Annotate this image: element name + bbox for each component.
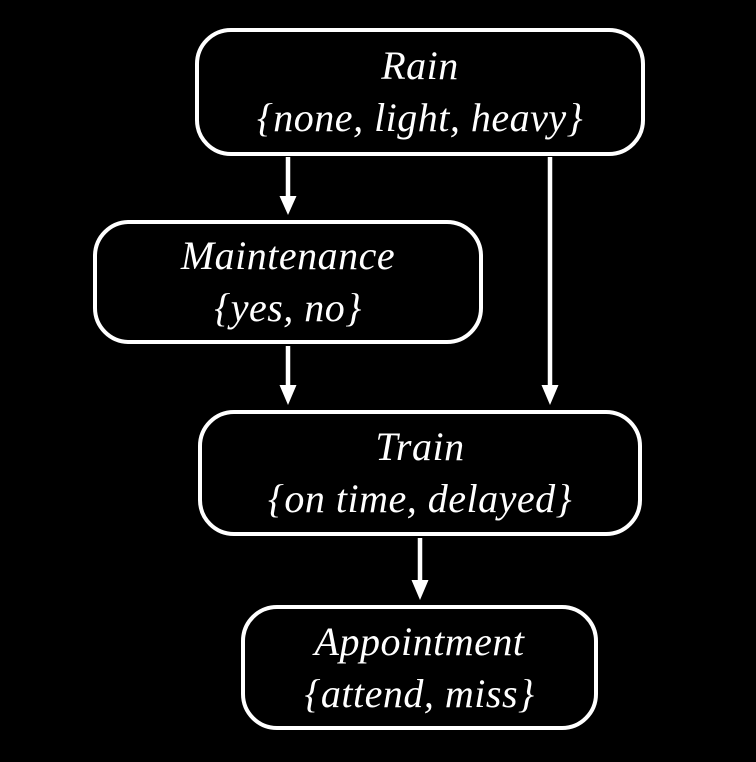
node-train-values: {on time, delayed}: [267, 476, 573, 521]
node-rain: Rain {none, light, heavy}: [195, 28, 645, 156]
node-appointment-label: Appointment: [314, 618, 525, 664]
node-maintenance-values: {yes, no}: [214, 285, 362, 330]
node-maintenance-label: Maintenance: [180, 233, 396, 278]
node-maintenance: Maintenance {yes, no}: [93, 220, 483, 344]
edge-maintenance-to-train-arrow: [279, 346, 297, 405]
node-train: Train {on time, delayed}: [198, 410, 642, 536]
node-rain-label: Rain: [381, 43, 459, 88]
node-appointment-values: {attend, miss}: [304, 670, 535, 716]
node-train-label: Train: [375, 424, 465, 469]
node-appointment: Appointment {attend, miss}: [241, 605, 598, 730]
edge-train-to-appointment-arrow: [411, 538, 429, 600]
edge-rain-to-maintenance-arrow: [279, 157, 297, 215]
edge-rain-to-train-arrow: [541, 157, 559, 405]
node-rain-values: {none, light, heavy}: [256, 95, 584, 140]
